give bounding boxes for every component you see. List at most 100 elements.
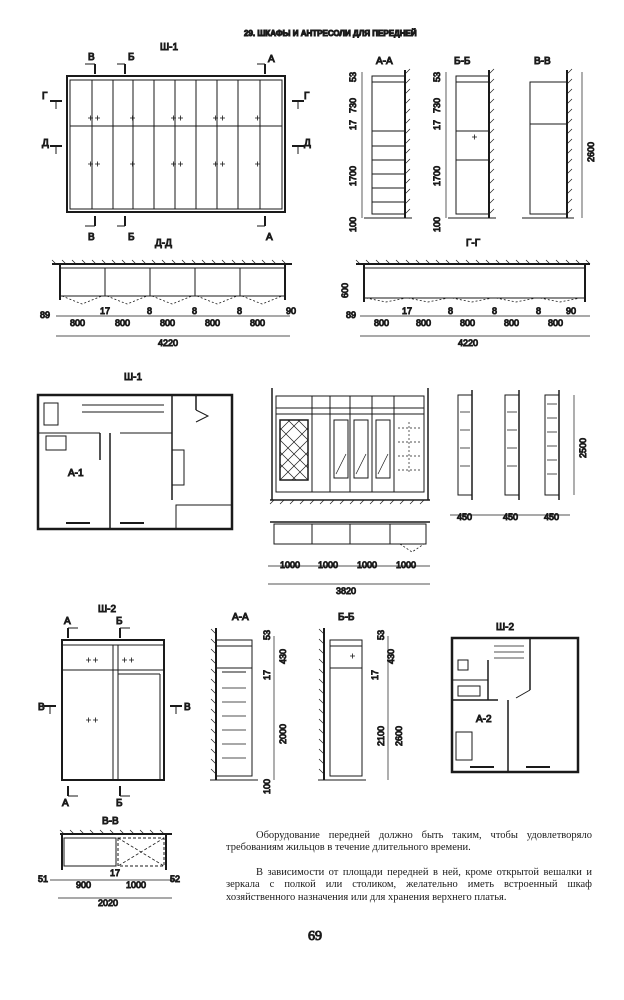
dim-dd-800-1: 800 — [70, 318, 85, 328]
text-paragraph-2: В зависимости от площади передней в ней,… — [226, 867, 592, 903]
dim-side-450-2: 450 — [503, 512, 518, 522]
dim-aa2-2000: 2000 — [278, 724, 288, 744]
dim-dd-800-3: 800 — [160, 318, 175, 328]
section-dd-plan — [51, 259, 292, 337]
dim-bb-17: 17 — [432, 120, 442, 130]
marker-g-right: Г — [304, 91, 310, 102]
dim-dd-17: 17 — [100, 306, 110, 316]
label-aa-top: А-А — [376, 56, 393, 67]
dim-strip-1000-2: 1000 — [318, 560, 338, 570]
sh2-apartment-plan — [450, 636, 580, 774]
label-sh1-plan: Ш-1 — [124, 372, 142, 383]
dim-gg-800-4: 800 — [504, 318, 519, 328]
dim-aa2-430: 430 — [278, 649, 288, 664]
dim-vv-1000: 1000 — [126, 880, 146, 890]
label-bb-bottom: Б-Б — [338, 612, 355, 623]
dim-aa-53: 53 — [348, 72, 358, 82]
dim-dd-4220: 4220 — [158, 338, 178, 348]
dim-dd-800-4: 800 — [205, 318, 220, 328]
marker-sh2-b-top: Б — [116, 616, 123, 627]
dim-aa-17: 17 — [348, 120, 358, 130]
dim-gg-800-5: 800 — [548, 318, 563, 328]
dim-vv-52: 52 — [170, 874, 180, 884]
dim-aa-1700: 1700 — [348, 166, 358, 186]
marker-d-left: Д — [42, 138, 49, 149]
dim-side-450-1: 450 — [457, 512, 472, 522]
section-bb-bottom — [318, 628, 389, 781]
marker-sh2-a-bottom: А — [62, 798, 69, 809]
marker-a-top: А — [268, 54, 275, 65]
dim-vv-900: 900 — [76, 880, 91, 890]
label-sh2-plan: Ш-2 — [496, 622, 514, 633]
dim-dd-800-5: 800 — [250, 318, 265, 328]
marker-a-bottom: А — [266, 232, 273, 243]
section-vv-plan — [50, 829, 176, 899]
dim-gg-800-1: 800 — [374, 318, 389, 328]
label-bb-top: Б-Б — [454, 56, 471, 67]
marker-g-left: Г — [42, 91, 48, 102]
dim-side-2500: 2500 — [578, 438, 588, 458]
marker-b-top: Б — [128, 52, 135, 63]
dim-gg-8-3: 8 — [536, 306, 541, 316]
section-gg-plan — [355, 259, 591, 337]
dim-gg-89: 89 — [346, 310, 356, 320]
sh1-section-markers — [50, 63, 304, 227]
dim-strip-3820: 3820 — [336, 586, 356, 596]
marker-v-bottom: В — [88, 232, 95, 243]
dim-gg-17: 17 — [402, 306, 412, 316]
dim-gg-600: 600 — [340, 283, 350, 298]
dim-bb-53: 53 — [432, 72, 442, 82]
dim-bb2-17: 17 — [370, 670, 380, 680]
marker-sh2-v-left: В — [38, 702, 45, 713]
dim-bb-1700: 1700 — [432, 166, 442, 186]
dim-dd-800-2: 800 — [115, 318, 130, 328]
sh1-side-views — [450, 390, 575, 516]
dim-strip-1000-4: 1000 — [396, 560, 416, 570]
dim-aa-730: 730 — [348, 98, 358, 113]
dim-gg-800-3: 800 — [460, 318, 475, 328]
dim-strip-1000-1: 1000 — [280, 560, 300, 570]
section-aa-bottom — [210, 628, 275, 781]
dim-side-450-3: 450 — [544, 512, 559, 522]
dim-bb-100: 100 — [432, 217, 442, 232]
page-number: 69 — [308, 929, 322, 944]
sh2-front-elevation — [44, 627, 182, 797]
label-room-a2: А-2 — [476, 714, 492, 725]
dim-bb2-430: 430 — [386, 649, 396, 664]
dim-bb2-53: 53 — [376, 630, 386, 640]
label-sh2: Ш-2 — [98, 604, 116, 615]
label-room-a1: А-1 — [68, 468, 84, 479]
marker-sh2-a-top: А — [64, 616, 71, 627]
dim-dd-8-3: 8 — [237, 306, 242, 316]
label-gg: Г-Г — [466, 238, 481, 249]
dim-aa2-17: 17 — [262, 670, 272, 680]
dim-vv-51: 51 — [38, 874, 48, 884]
dim-dd-90: 90 — [286, 306, 296, 316]
dim-strip-1000-3: 1000 — [357, 560, 377, 570]
page-header-title: 29. ШКАФЫ И АНТРЕСОЛИ ДЛЯ ПЕРЕДНЕЙ — [244, 29, 417, 38]
marker-d-right: Д — [304, 138, 311, 149]
dim-gg-90: 90 — [566, 306, 576, 316]
dim-dd-8-2: 8 — [192, 306, 197, 316]
dim-gg-800-2: 800 — [416, 318, 431, 328]
dim-bb2-2100: 2100 — [376, 726, 386, 746]
label-sh1-top: Ш-1 — [160, 42, 178, 53]
dim-gg-4220: 4220 — [458, 338, 478, 348]
dim-vv-2020: 2020 — [98, 898, 118, 908]
dim-vv-2600: 2600 — [586, 142, 596, 162]
section-aa-top — [361, 68, 412, 219]
sh1-front-elevation — [66, 75, 286, 213]
dim-aa2-100: 100 — [262, 779, 272, 794]
dim-dd-8-1: 8 — [147, 306, 152, 316]
dim-gg-8-1: 8 — [448, 306, 453, 316]
section-vv-top — [522, 68, 583, 219]
label-dd: Д-Д — [155, 238, 172, 249]
dim-bb2-2600: 2600 — [394, 726, 404, 746]
sh1-plan-strip — [268, 521, 430, 585]
label-vv-bottom: В-В — [102, 816, 119, 827]
dim-aa2-53: 53 — [262, 630, 272, 640]
marker-sh2-b-bottom: Б — [116, 798, 123, 809]
marker-sh2-v-right: В — [184, 702, 191, 713]
marker-b-bottom: Б — [128, 232, 135, 243]
sh1-apartment-plan — [36, 393, 234, 531]
